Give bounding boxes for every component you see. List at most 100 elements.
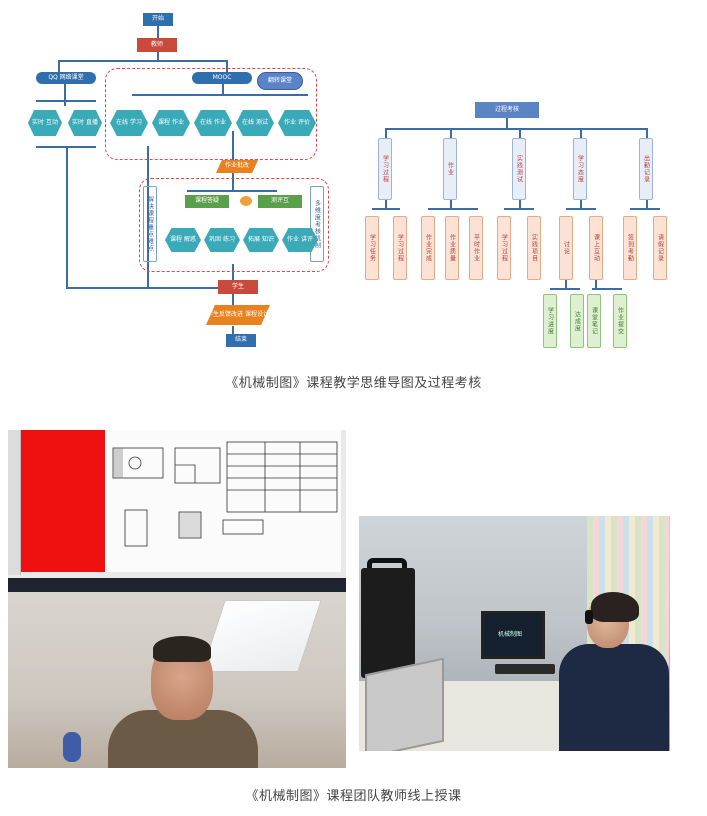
mooc-hex-4: 在线 测试 <box>236 110 274 136</box>
skylight <box>201 600 322 672</box>
level2-3-1-label: 学习过程 <box>500 234 508 262</box>
level2-2-2-label: 作业质量 <box>448 234 456 262</box>
level2-3-2-label: 实践项目 <box>530 234 538 262</box>
level1-homework: 作业 <box>443 138 457 200</box>
teaching-flow-diagram: 开始 教师 QQ 网络课堂 MOOC 翻转课堂 实时 互动 实时 直播 在线 学… <box>22 6 342 356</box>
level2-2-1-label: 作业完成 <box>424 234 432 262</box>
mooc-dashed-region <box>105 68 317 160</box>
online-lecture-screenshot <box>8 430 346 768</box>
live-broadcast-hex: 实时 直播 <box>68 110 102 136</box>
teacher-label: 教师 <box>150 40 163 48</box>
level2-5-1-label: 签到考勤 <box>626 234 634 262</box>
level2-5-1: 签到考勤 <box>623 216 637 280</box>
feedback-hex-4: 作业 讲评 <box>282 228 318 252</box>
mooc-hex-1: 在线 学习 <box>110 110 148 136</box>
student-feedback-label: 学生反馈改进 课程设计 <box>207 310 269 318</box>
left-note-column: 解决课程重点难点 <box>143 186 157 262</box>
level2-2-3-label: 平时作业 <box>472 234 480 262</box>
taskbar <box>8 578 346 592</box>
level3-4-label: 作业提交 <box>616 307 624 335</box>
center-emblem <box>240 196 252 206</box>
level2-3-2: 实践项目 <box>527 216 541 280</box>
teacher-video <box>8 592 346 768</box>
mooc-hex-2-label: 课程 作业 <box>158 118 184 126</box>
level3-3-label: 课堂笔记 <box>590 307 598 335</box>
qq-classroom-label: QQ 网络课堂 <box>48 73 84 81</box>
level1-attendance: 出勤记录 <box>639 138 653 200</box>
end-label: 结束 <box>234 336 247 344</box>
teacher-hair <box>153 636 211 662</box>
level1-homework-label: 作业 <box>446 162 454 176</box>
level3-1: 学习进度 <box>543 294 557 348</box>
course-qa-box: 课程答疑 <box>185 195 229 208</box>
level2-5-2-label: 请假记录 <box>656 234 664 262</box>
keyboard <box>495 664 555 674</box>
end-node: 结束 <box>226 334 256 347</box>
feedback-hex-2: 巩固 练习 <box>204 228 240 252</box>
level2-4-2: 课上互动 <box>589 216 603 280</box>
mutual-eval-box: 测评互 <box>258 195 302 208</box>
laptop <box>365 657 444 751</box>
level1-practice-test-label: 实践测试 <box>515 155 523 183</box>
tree-root-label: 过程考核 <box>494 105 519 113</box>
level2-1-1-label: 学习任务 <box>368 234 376 262</box>
level1-attitude-label: 学习态度 <box>576 155 584 183</box>
mooc-hex-2: 课程 作业 <box>152 110 190 136</box>
level2-4-1-label: 讨论 <box>562 241 570 255</box>
live-interaction-hex: 实时 互动 <box>28 110 62 136</box>
level1-attendance-label: 出勤记录 <box>642 155 650 183</box>
level3-2: 达成度 <box>570 294 584 348</box>
level1-attitude: 学习态度 <box>573 138 587 200</box>
speaker <box>361 568 415 678</box>
level2-1-1: 学习任务 <box>365 216 379 280</box>
right-note-label: 多维度考核机制 <box>313 199 321 249</box>
homework-grading-label: 作业批改 <box>224 162 249 170</box>
teacher-hair <box>591 592 639 622</box>
level2-2-2: 作业质量 <box>445 216 459 280</box>
feedback-hex-1-label: 课程 解惑 <box>170 235 196 243</box>
level3-1-label: 学习进度 <box>546 307 554 335</box>
homework-grading-node: 作业批改 <box>216 160 258 173</box>
mooc-hex-1-label: 在线 学习 <box>116 118 142 126</box>
flip-classroom-label: 翻转课堂 <box>267 76 292 84</box>
level2-4-2-label: 课上互动 <box>592 234 600 262</box>
feedback-dashed-region <box>139 178 329 272</box>
headset <box>585 610 593 624</box>
student-node: 学生 <box>218 280 258 294</box>
level3-2-label: 达成度 <box>573 310 581 332</box>
live-interaction-label: 实时 互动 <box>32 118 58 126</box>
level2-2-3: 平时作业 <box>469 216 483 280</box>
right-note-column: 多维度考核机制 <box>310 186 324 262</box>
cad-toolbar <box>8 430 21 575</box>
level1-practice-test: 实践测试 <box>512 138 526 200</box>
mooc-label: MOOC <box>212 73 232 81</box>
caption-top: 《机械制图》课程教学思维导图及过程考核 <box>225 376 482 391</box>
level2-3-1: 学习过程 <box>497 216 511 280</box>
level1-study-process: 学习过程 <box>378 138 392 200</box>
cad-red-panel <box>8 430 105 572</box>
level2-1-2-label: 学习过程 <box>396 234 404 262</box>
caption-bottom: 《机械制图》课程团队教师线上授课 <box>245 789 462 804</box>
feedback-hex-4-label: 作业 讲评 <box>287 235 313 243</box>
student-label: 学生 <box>231 282 244 290</box>
left-note-label: 解决课程重点难点 <box>146 196 154 252</box>
assessment-tree-diagram: 过程考核 学习过程 作业 实践测试 学习态度 出勤记录 学习任务 学习过程 作业… <box>358 96 688 354</box>
feedback-hex-1: 课程 解惑 <box>165 228 201 252</box>
monitor: 机械制图 <box>481 611 545 659</box>
teacher-body <box>559 644 669 751</box>
start-node: 开始 <box>143 13 173 26</box>
tree-root: 过程考核 <box>475 102 539 118</box>
level2-4-1: 讨论 <box>559 216 573 280</box>
qq-classroom-node: QQ 网络课堂 <box>36 72 96 84</box>
feedback-hex-3: 拓展 知识 <box>243 228 279 252</box>
technical-drawing <box>112 441 338 547</box>
level1-study-process-label: 学习过程 <box>381 155 389 183</box>
monitor-text: 机械制图 <box>498 631 523 638</box>
teacher-node: 教师 <box>137 38 177 52</box>
mooc-hex-5: 作业 评价 <box>278 110 316 136</box>
feedback-hex-3-label: 拓展 知识 <box>248 235 274 243</box>
level3-4: 作业提交 <box>613 294 627 348</box>
mooc-hex-5-label: 作业 评价 <box>284 118 310 126</box>
student-feedback-node: 学生反馈改进 课程设计 <box>206 305 270 325</box>
start-label: 开始 <box>151 15 164 23</box>
